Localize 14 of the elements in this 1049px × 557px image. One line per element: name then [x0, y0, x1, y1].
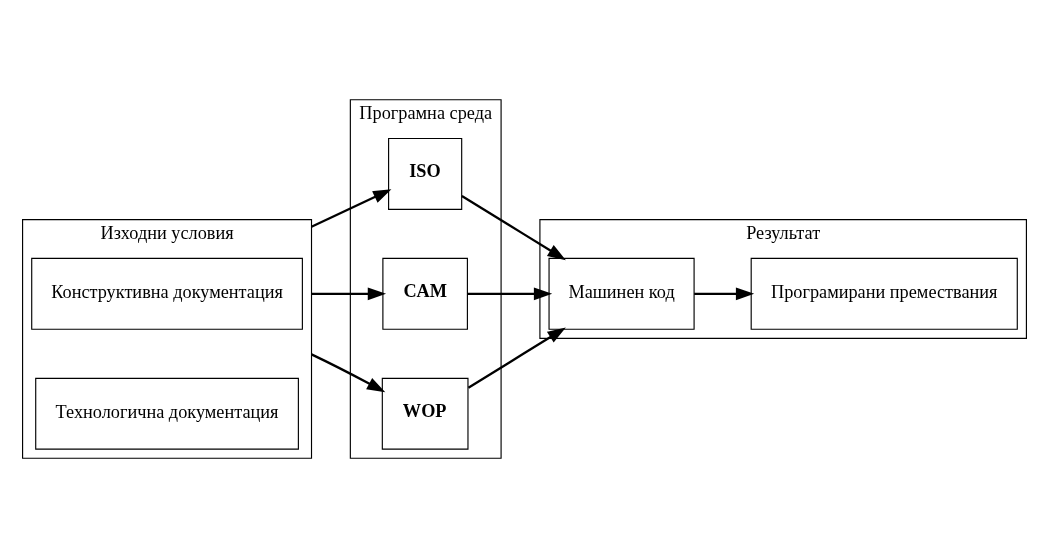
node-box: WOP: [381, 377, 469, 450]
node-box: Машинен код: [548, 257, 695, 330]
node-box: Конструктивна документация: [31, 257, 303, 330]
arrow: [467, 327, 566, 389]
node-box: CAM: [382, 257, 468, 330]
node-box: Програмирани премествания: [750, 257, 1018, 330]
arrow: [467, 286, 553, 300]
arrow: [461, 194, 566, 260]
node-box: ISO: [388, 137, 463, 210]
arrow: [311, 188, 392, 228]
arrow: [311, 286, 387, 300]
arrow: [311, 352, 386, 392]
arrow: [694, 286, 755, 300]
node-box: Технологична документация: [35, 377, 299, 450]
